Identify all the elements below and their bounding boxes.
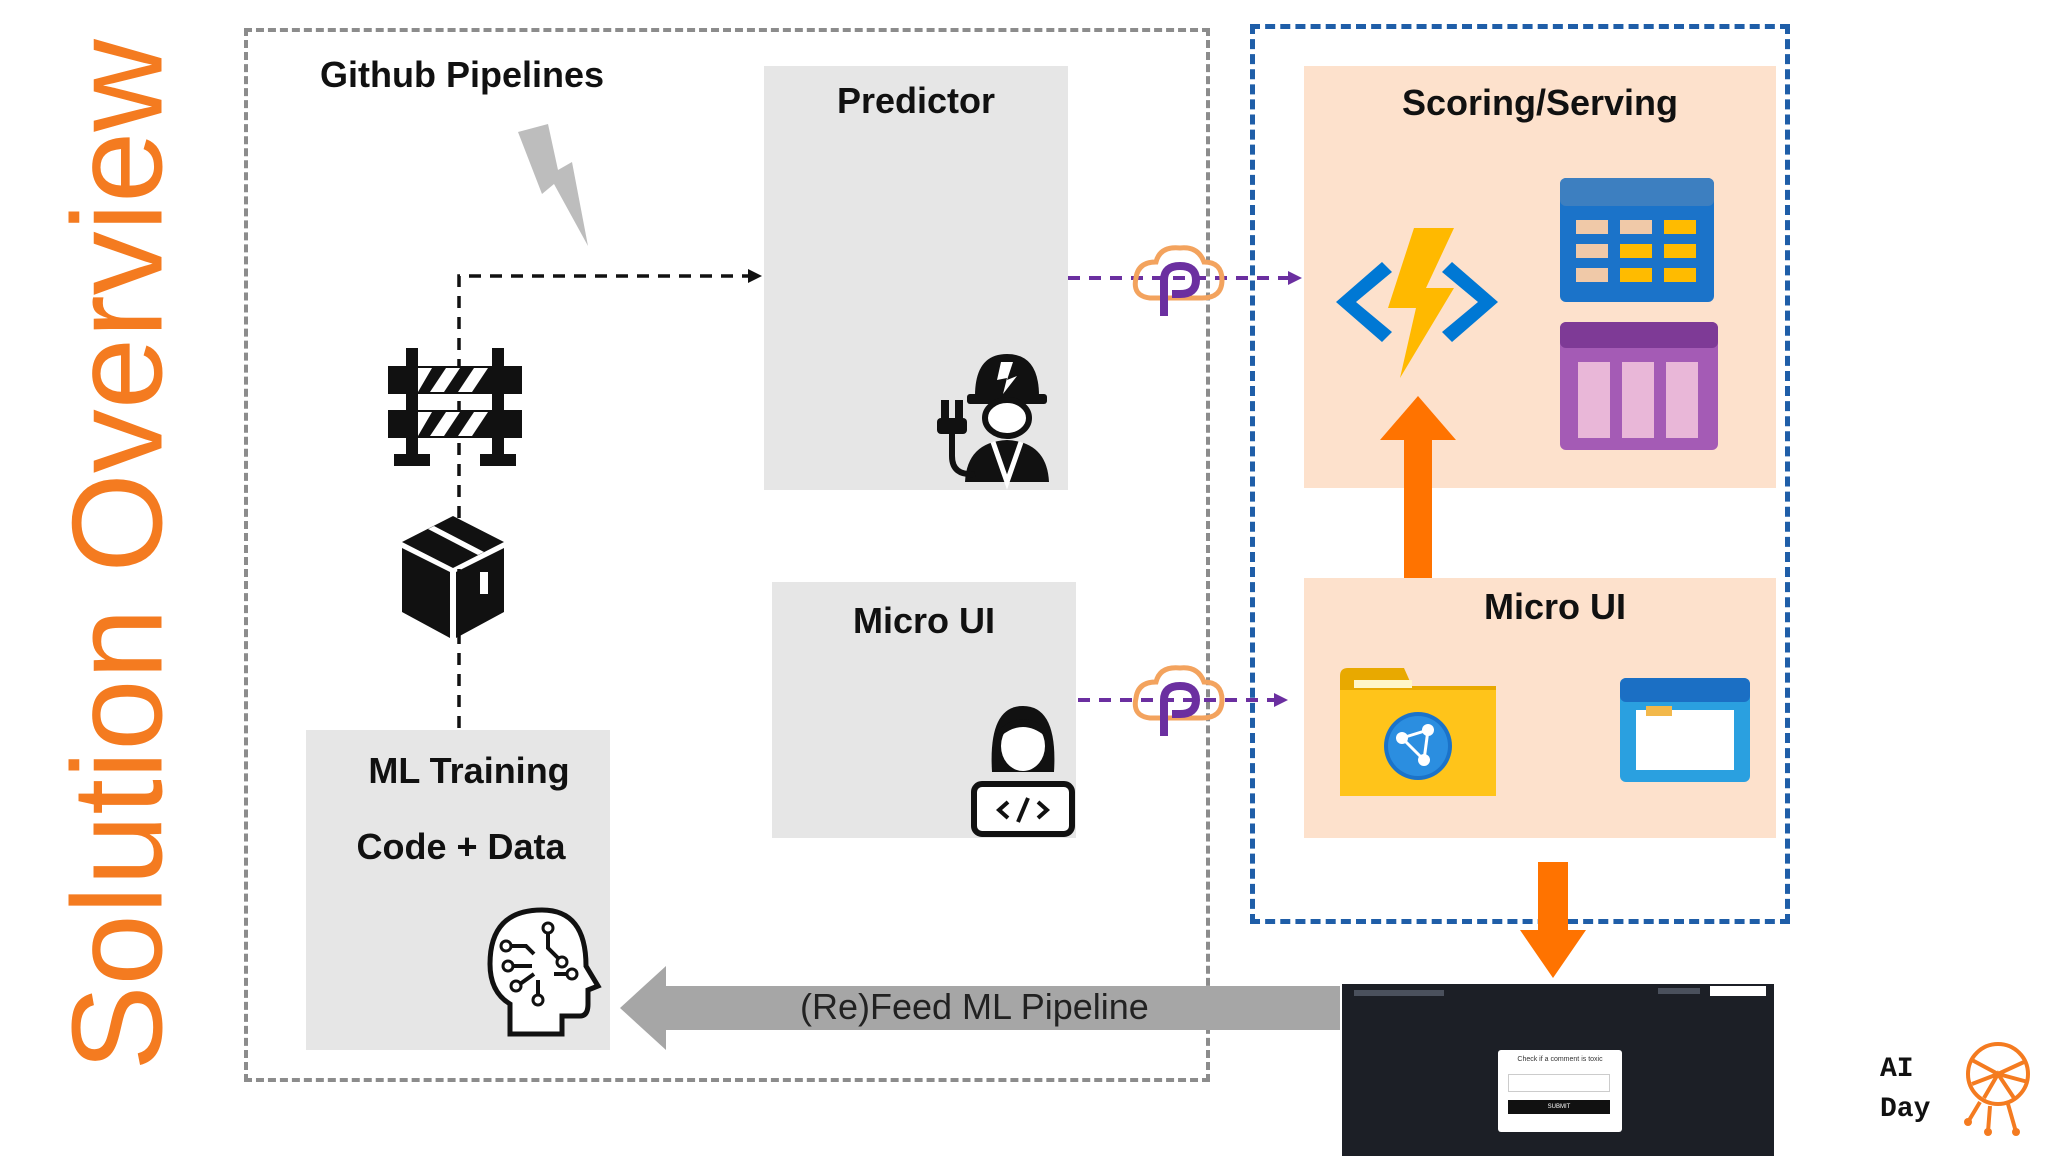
web-app-preview: Check if a comment is toxic SUBMIT: [1342, 984, 1774, 1156]
orange-down-arrow: [1520, 862, 1586, 978]
developer-icon: [971, 706, 1075, 837]
roadblock-icon: [388, 348, 522, 466]
app-window-icon: [1620, 678, 1750, 782]
refeed-arrow: [620, 966, 1340, 1050]
code-data-label: Code + Data: [356, 826, 566, 867]
container-icon: [1560, 322, 1718, 450]
preview-input: [1508, 1074, 1610, 1092]
function-app-icon: [1336, 228, 1498, 378]
micro-ui-right-label: Micro UI: [1483, 586, 1626, 627]
engineer-icon: [937, 354, 1049, 490]
preview-question: Check if a comment is toxic: [1517, 1056, 1603, 1063]
ai-day-logo: AI Day: [1880, 1042, 2030, 1136]
ml-training-label: ML Training: [368, 750, 570, 791]
private-link-icon: [1132, 245, 1225, 316]
github-pipelines-label: Github Pipelines: [320, 54, 605, 95]
refeed-label: (Re)Feed ML Pipeline: [800, 986, 1149, 1027]
scoring-serving-label: Scoring/Serving: [1401, 82, 1679, 123]
web-folder-icon: [1340, 668, 1496, 796]
lightning-icon: [518, 124, 588, 246]
preview-dialog: Check if a comment is toxic SUBMIT: [1498, 1050, 1622, 1132]
private-link-icon-2: [1132, 665, 1225, 736]
logo-text-ai: AI: [1880, 1054, 1914, 1085]
azure-group: [1250, 24, 1790, 924]
preview-submit-button: SUBMIT: [1508, 1100, 1610, 1114]
table-storage-icon: [1560, 178, 1714, 302]
package-icon: [402, 516, 504, 638]
preview-topbar-button: [1710, 986, 1766, 996]
preview-topbar-text: [1354, 990, 1444, 996]
preview-topbar-meta: [1658, 988, 1700, 994]
predictor-label: Predictor: [836, 80, 996, 121]
logo-text-day: Day: [1880, 1094, 1931, 1125]
micro-ui-left-label: Micro UI: [852, 600, 995, 641]
github-pipelines-group: [244, 28, 1210, 1082]
brain-circuit-icon: [487, 907, 602, 1037]
